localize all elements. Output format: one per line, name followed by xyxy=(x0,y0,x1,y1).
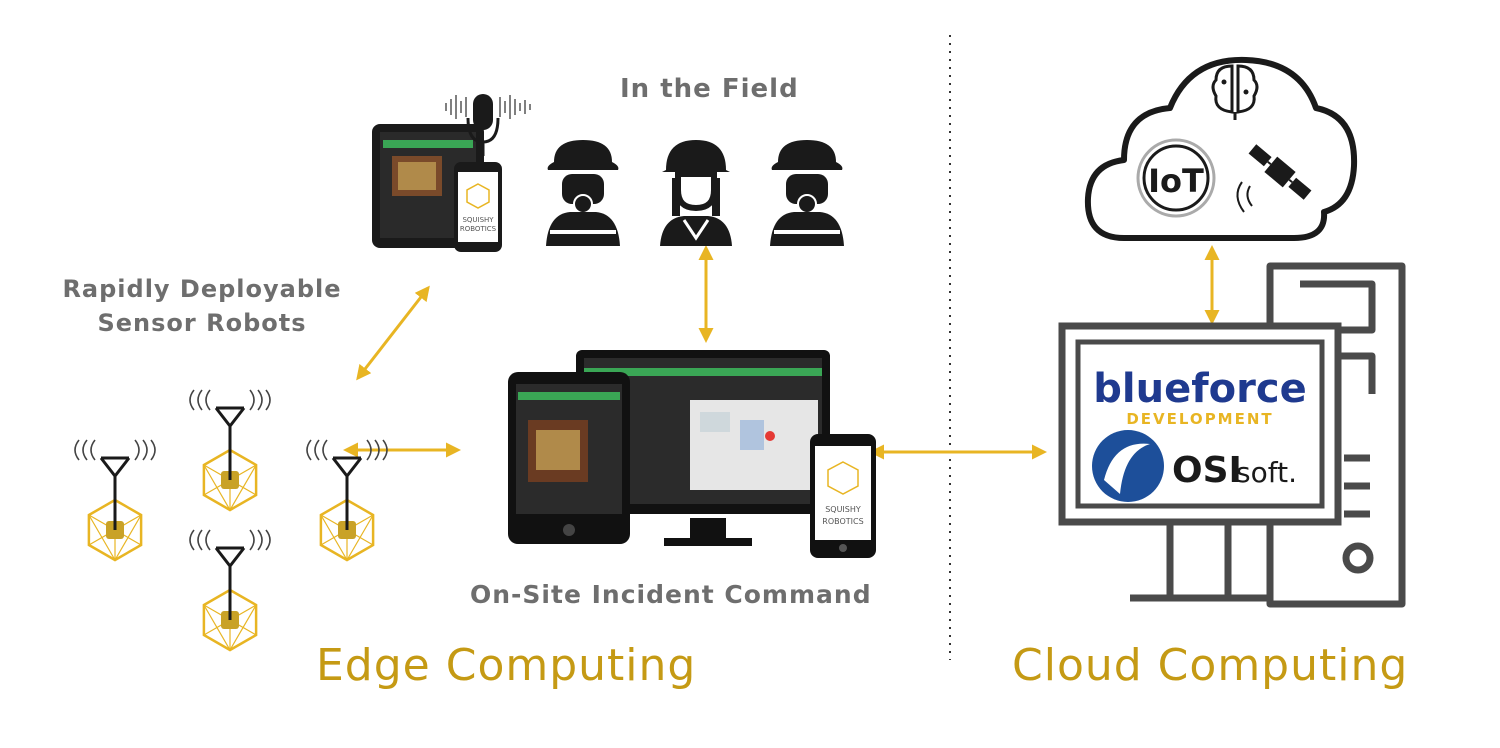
incident-command-label: On-Site Incident Command xyxy=(470,580,872,609)
command-tablet xyxy=(508,372,630,544)
firefighter-icon xyxy=(546,140,620,246)
firefighter-icon xyxy=(770,140,844,246)
satellite-icon xyxy=(1248,144,1312,200)
phone-logo-hexagon-icon xyxy=(466,183,490,209)
command-phone: SQUISHY ROBOTICS xyxy=(810,434,876,558)
antenna-icon xyxy=(189,529,271,620)
iot-label: IoT xyxy=(1148,162,1204,200)
edge-computing-title: Edge Computing xyxy=(316,640,697,691)
phone-logo-hexagon-icon xyxy=(827,461,859,495)
robot-icon xyxy=(189,529,271,652)
antenna-icon xyxy=(74,439,156,530)
sensor-robots-label: Rapidly Deployable Sensor Robots xyxy=(52,272,352,340)
antenna-icon xyxy=(189,389,271,480)
sensor-robots-group xyxy=(74,389,388,652)
blueforce-logo: blueforce DEVELOPMENT xyxy=(1093,366,1306,428)
sensor-robots-label-line2: Sensor Robots xyxy=(97,309,307,337)
map-pin-icon xyxy=(765,431,775,441)
worker-icon xyxy=(660,140,732,246)
brain-icon xyxy=(1211,64,1259,120)
blueforce-wordmark: blueforce xyxy=(1093,366,1306,412)
cloud-shape xyxy=(1084,56,1358,241)
antenna-icon xyxy=(306,439,388,530)
robot-icon xyxy=(189,389,271,512)
robot-icon xyxy=(306,439,388,562)
microphone-icon xyxy=(445,94,531,156)
command-phone-brand-line2: ROBOTICS xyxy=(822,517,863,526)
osisoft-wordmark-bold: OSI xyxy=(1172,450,1242,491)
phone-brand-line1: SQUISHY xyxy=(462,216,494,224)
field-phone: SQUISHY ROBOTICS xyxy=(454,162,502,252)
signal-waves-icon xyxy=(1236,181,1253,213)
osisoft-wordmark-light: soft. xyxy=(1236,456,1297,489)
robot-icon xyxy=(74,439,156,562)
osisoft-logo: OSI soft. xyxy=(1092,430,1297,502)
iot-icon: IoT xyxy=(1136,138,1216,218)
in-the-field-label: In the Field xyxy=(620,74,799,104)
cloud-computing-title: Cloud Computing xyxy=(1012,640,1409,691)
sensor-robots-label-line1: Rapidly Deployable xyxy=(62,275,342,303)
command-phone-brand-line1: SQUISHY xyxy=(825,505,861,514)
phone-brand-line2: ROBOTICS xyxy=(460,225,497,233)
blueforce-subtitle: DEVELOPMENT xyxy=(1126,410,1273,428)
arrow-robots-field xyxy=(356,285,430,381)
